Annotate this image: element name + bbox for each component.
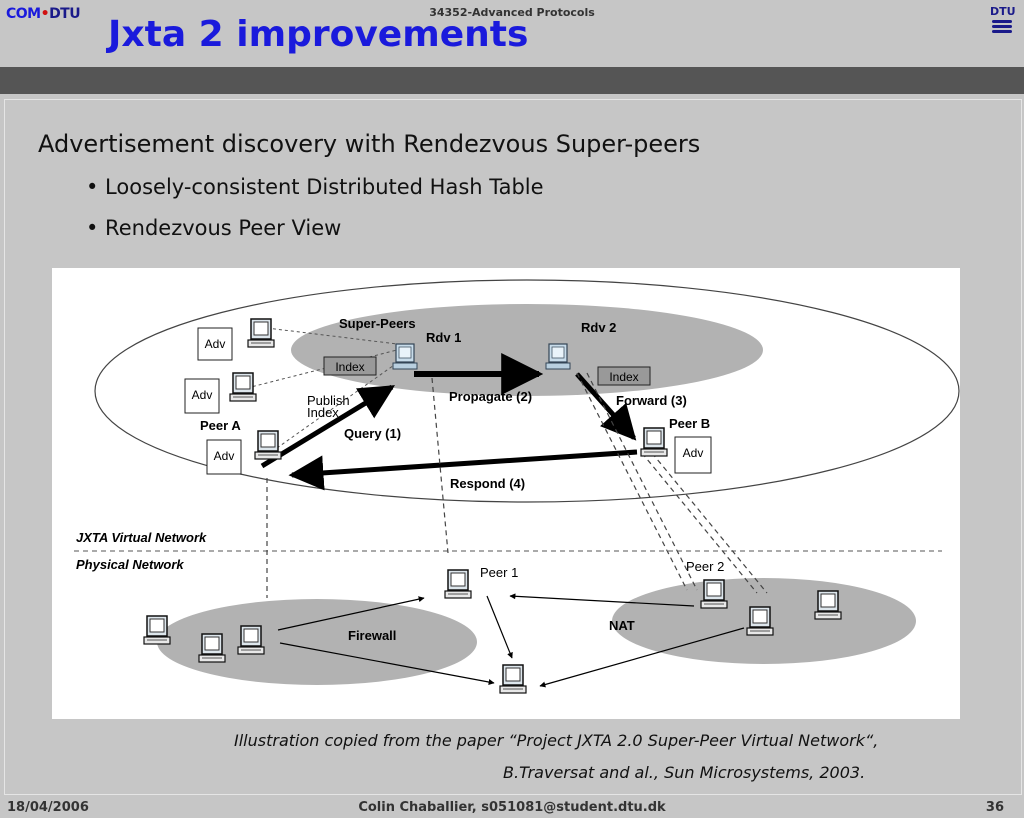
label-super-peers: Super-Peers bbox=[339, 316, 416, 331]
firewall-ellipse bbox=[157, 599, 477, 685]
bullet-dht: • Loosely-consistent Distributed Hash Ta… bbox=[86, 175, 544, 199]
label-peer-2: Peer 2 bbox=[686, 559, 724, 574]
slide-heading: Advertisement discovery with Rendezvous … bbox=[38, 130, 701, 158]
label-peer-1: Peer 1 bbox=[480, 565, 518, 580]
forward-arrow bbox=[575, 372, 637, 441]
label-rdv1: Rdv 1 bbox=[426, 330, 461, 345]
adv-box-2: Adv bbox=[192, 388, 213, 402]
peer-1-computer bbox=[444, 569, 472, 599]
nat-peer-computer-2 bbox=[814, 590, 842, 620]
peer-2-computer bbox=[700, 579, 728, 609]
logo-com-text: COM bbox=[6, 6, 41, 22]
peer-b-computer bbox=[640, 427, 668, 457]
label-nat: NAT bbox=[609, 618, 635, 633]
logo-dtu-text: DTU bbox=[49, 6, 81, 22]
firewall-peer-computer-2 bbox=[198, 633, 226, 663]
slide-title: Jxta 2 improvements bbox=[108, 14, 529, 55]
slide-header: COM•DTU 34352-Advanced Protocols Jxta 2 … bbox=[0, 0, 1024, 62]
dtu-logo-text: DTU bbox=[990, 5, 1016, 18]
course-name: 34352-Advanced Protocols bbox=[429, 6, 595, 19]
rdv1-computer bbox=[392, 343, 418, 370]
label-respond: Respond (4) bbox=[450, 476, 525, 491]
firewall-peer-computer-3 bbox=[237, 625, 265, 655]
adv-box-peer-a: Adv bbox=[214, 449, 235, 463]
dtu-logo-icon: DTU bbox=[990, 5, 1016, 35]
index-box-rdv2: Index bbox=[609, 370, 638, 384]
query-arrow bbox=[260, 384, 395, 469]
footer-date: 18/04/2006 bbox=[7, 800, 89, 815]
footer-author: Colin Chaballier, s051081@student.dtu.dk bbox=[358, 800, 666, 815]
adv-box-1: Adv bbox=[205, 337, 226, 351]
label-forward: Forward (3) bbox=[616, 393, 687, 408]
label-publish-index: Index bbox=[307, 405, 339, 420]
respond-arrow bbox=[288, 449, 638, 491]
caption-line-1: Illustration copied from the paper “Proj… bbox=[234, 731, 879, 750]
adv-peer-computer-2 bbox=[229, 372, 257, 402]
label-physical-network: Physical Network bbox=[76, 557, 184, 572]
label-query: Query (1) bbox=[344, 426, 401, 441]
caption-line-2: B.Traversat and al., Sun Microsystems, 2… bbox=[503, 763, 866, 782]
label-virtual-network: JXTA Virtual Network bbox=[76, 530, 207, 545]
target-peer-computer bbox=[499, 664, 527, 694]
index-box-rdv1: Index bbox=[335, 360, 364, 374]
virtual-network-ellipse bbox=[94, 279, 960, 503]
nat-peer-computer-1 bbox=[746, 606, 774, 636]
peer-a-computer bbox=[254, 430, 282, 460]
footer-page-number: 36 bbox=[985, 800, 1004, 815]
label-rdv2: Rdv 2 bbox=[581, 320, 616, 335]
label-peer-b: Peer B bbox=[669, 416, 710, 431]
label-publish: Publish bbox=[307, 393, 350, 408]
jxta-network-diagram: Adv Adv Adv Adv Index Index Super-Peers … bbox=[52, 268, 960, 719]
com-dtu-logo: COM•DTU bbox=[6, 6, 81, 22]
adv-box-peer-b: Adv bbox=[683, 446, 704, 460]
label-propagate: Propagate (2) bbox=[449, 389, 532, 404]
label-firewall: Firewall bbox=[348, 628, 396, 643]
rdv2-computer bbox=[545, 343, 571, 370]
adv-peer-computer-1 bbox=[247, 318, 275, 348]
header-band bbox=[0, 67, 1024, 94]
bullet-rendezvous-view: • Rendezvous Peer View bbox=[86, 216, 342, 240]
firewall-peer-computer-1 bbox=[143, 615, 171, 645]
logo-dot: • bbox=[40, 6, 50, 22]
label-peer-a: Peer A bbox=[200, 418, 241, 433]
